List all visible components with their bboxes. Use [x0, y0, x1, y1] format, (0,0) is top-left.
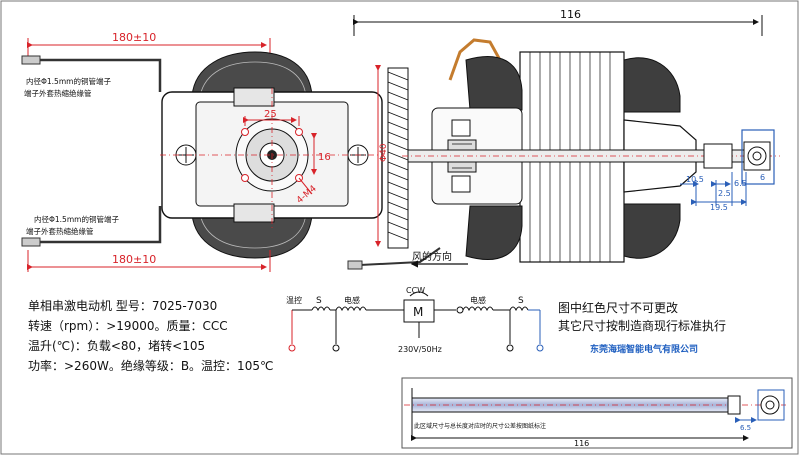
- dim-seg-e: 6: [760, 173, 765, 182]
- dim-seg-d: 19.5: [710, 203, 728, 212]
- spec-block: 单相串激电动机 型号：7025-7030 转速（rpm）：>19000。质量：C…: [28, 299, 273, 373]
- dim-seg-a: 10.5: [686, 175, 704, 184]
- remark-line-2: 其它尺寸按制造商现行标准执行: [558, 318, 726, 333]
- label-coil-left: 电感: [344, 295, 360, 305]
- dim-overall-length: 116: [560, 8, 581, 21]
- dim-seg-b: 6.5: [734, 179, 747, 188]
- label-coil-right: 电感: [470, 295, 486, 305]
- motor-symbol: M: [413, 305, 423, 319]
- label-s-left: S: [316, 296, 322, 306]
- label-ccw: CCW: [406, 286, 425, 295]
- dim-shaft-dia: Φ40: [379, 143, 389, 162]
- dim-width-top: 180±10: [112, 31, 156, 44]
- lead-note-top-2: 端子外套热缩绝缘管: [24, 88, 92, 98]
- dim-width-bottom: 180±10: [112, 253, 156, 266]
- spec-line-2: 转速（rpm）：>19000。质量：CCC: [28, 318, 228, 333]
- remarks: 图中红色尺寸不可更改 其它尺寸按制造商现行标准执行 东莞海瑞智能电气有限公司: [558, 300, 726, 355]
- supply-label: 230V/50Hz: [398, 345, 442, 354]
- wiring-schematic: 温控 S 电感 CCW 电感 S M 230V/50Hz: [286, 286, 544, 354]
- lead-note-bot-2: 端子外套热缩绝缘管: [26, 226, 94, 236]
- remark-line-1: 图中红色尺寸不可更改: [558, 300, 678, 315]
- company-name: 东莞海瑞智能电气有限公司: [590, 343, 698, 355]
- lead-note-bot-1: 内径Φ1.5mm的铜管端子: [34, 214, 119, 224]
- dim-seg-c: 2.5: [718, 189, 731, 198]
- bottom-note: 此区域尺寸与总长度对应时的尺寸公差按图纸标注: [414, 422, 546, 430]
- spec-line-3: 温升(℃)：负载<80，堵转<105: [28, 338, 205, 353]
- side-view: 116 Φ40: [347, 8, 780, 270]
- label-thermo: 温控: [286, 295, 302, 305]
- spec-line-4: 功率：>260W。绝缘等级：B。温控：105℃: [28, 358, 273, 373]
- dim-center-height: 16: [318, 152, 331, 163]
- lead-note-top-1: 内径Φ1.5mm的铜管端子: [26, 76, 111, 86]
- dim-bottom-length: 116: [574, 439, 589, 448]
- wind-direction-label: 风的方向: [412, 250, 452, 263]
- label-s-right: S: [518, 296, 524, 306]
- dim-center-span: 25: [264, 109, 277, 120]
- spec-line-1: 单相串激电动机 型号：7025-7030: [28, 299, 217, 313]
- front-view: 180±10 内径Φ1.5mm的铜管端子 端子外套热缩绝缘管 内径Φ1.5mm的…: [21, 31, 384, 272]
- rod-detail: 6.5 此区域尺寸与总长度对应时的尺寸公差按图纸标注 116: [401, 377, 793, 449]
- dim-bottom-seg: 6.5: [740, 424, 751, 432]
